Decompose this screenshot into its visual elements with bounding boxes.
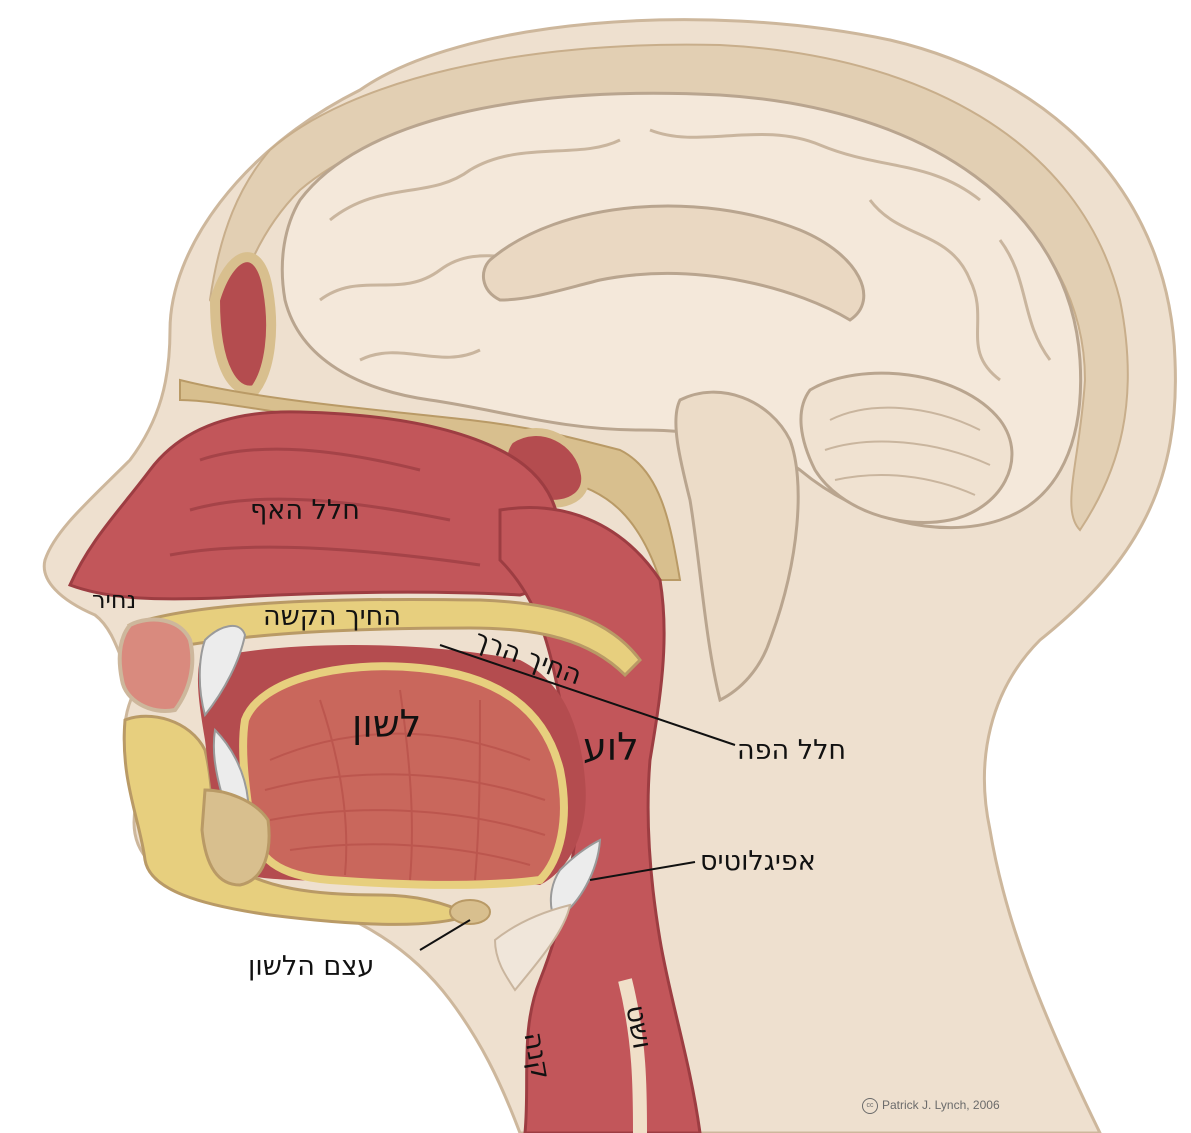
cc-license-icon: cc <box>862 1098 878 1114</box>
credit-line: cc Patrick J. Lynch, 2006 <box>862 1098 1000 1114</box>
label-pharynx: לוע <box>583 728 639 766</box>
credit-text: Patrick J. Lynch, 2006 <box>882 1098 1000 1112</box>
label-esophagus: ושט <box>621 1003 655 1051</box>
frontal-sinus <box>215 257 271 390</box>
upper-lip <box>120 620 193 711</box>
tongue <box>243 666 564 885</box>
label-epiglottis: אפיגלוטיס <box>700 848 816 875</box>
label-oral-cavity: חלל הפה <box>737 737 846 764</box>
label-trachea: קנה <box>519 1030 554 1082</box>
label-nostril: נחיר <box>92 588 136 612</box>
label-nasal-cavity: חלל האף <box>250 497 360 524</box>
label-hard-palate: החיך הקשה <box>263 603 401 630</box>
label-hyoid-bone: עצם הלשון <box>248 953 374 980</box>
label-tongue: לשון <box>352 705 421 743</box>
